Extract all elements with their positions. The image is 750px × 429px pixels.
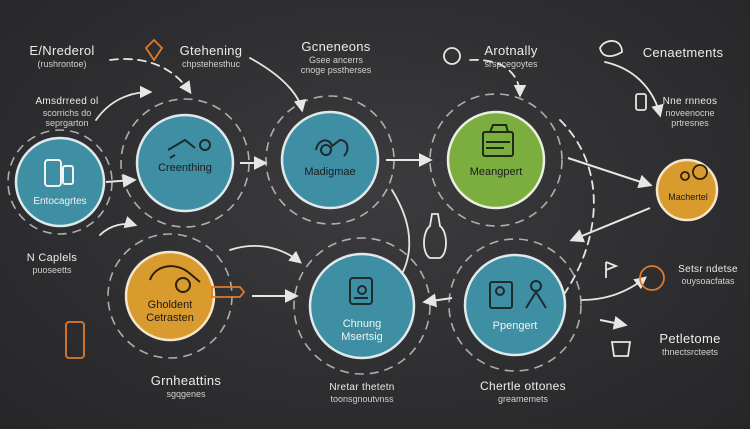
sun-doodle-icon	[639, 265, 665, 291]
orbit-ring-7	[448, 238, 582, 372]
arc-top-mid	[249, 57, 307, 113]
annotation-a2-sub: chpstehesthuc	[181, 58, 241, 69]
annotation-a7-title: Nne rnneos	[662, 96, 718, 107]
arrow-n1-n2	[105, 173, 137, 188]
arc-bottom-left	[99, 216, 138, 236]
annotation-a10: Grnheattins sgqgenes	[140, 373, 232, 399]
node-n5	[655, 158, 719, 222]
annotation-a3-sub: Gsee ancerrs cnoge psstherses	[300, 54, 372, 76]
annotation-a9-sub: ouysoacfatas	[681, 275, 735, 286]
annotation-a13-title: Petletome	[659, 331, 721, 346]
node-n3	[280, 110, 380, 210]
flag-doodle-icon	[605, 261, 619, 278]
flow-arrows	[105, 153, 653, 330]
annotation-a11-sub: toonsgnoutvnss	[330, 393, 394, 404]
annotation-a4-sub: srspcegoytes	[484, 58, 538, 69]
annotation-a8-sub: puoseetts	[32, 264, 72, 275]
node-n2	[135, 113, 235, 213]
arrow-n4-n5	[567, 157, 653, 189]
target-doodle-icon	[443, 47, 461, 65]
pencil-doodle-icon	[211, 286, 246, 298]
annotation-a11-title: Nretar thetetn	[329, 382, 395, 393]
annotation-a4-title: Arotnally	[484, 43, 538, 58]
annotation-a6-title: Amsdrreed ol	[35, 96, 99, 107]
annotation-a8: N Caplels puoseetts	[14, 252, 90, 275]
annotation-a1-sub: (rushrontoe)	[37, 58, 87, 69]
annotation-a13-sub: thnectsrcteets	[661, 346, 719, 357]
node-label-n7: Chnung Msertsig	[341, 318, 383, 343]
arrow-n8-n7	[422, 293, 453, 308]
node-n4	[446, 110, 546, 210]
annotation-a3: Gcneneons Gsee ancerrs cnoge psstherses	[286, 39, 386, 76]
document-icon	[349, 277, 373, 305]
node-n1	[14, 136, 106, 228]
annotation-a1-title: E/Nrederol	[29, 43, 95, 58]
smartphone-icon	[44, 159, 74, 187]
annotation-a4: Arotnally srspcegoytes	[466, 43, 556, 69]
arc-top-left	[109, 58, 192, 95]
node-label-n1: Entocagrtes	[33, 196, 87, 207]
annotation-a12-title: Chertle ottones	[480, 379, 566, 393]
arc-far-right	[604, 61, 664, 118]
orbit-ring-5	[107, 233, 233, 359]
shield-doodle-icon	[144, 38, 164, 62]
annotation-a11: Nretar thetetn toonsgnoutvnss	[308, 382, 416, 404]
annotation-a5-title: Cenaetments	[642, 45, 724, 60]
node-label-n3: Madigmae	[304, 166, 356, 178]
annotation-a1: E/Nrederol (rushrontoe)	[12, 43, 112, 69]
annotation-a9-title: Setsr ndetse	[678, 264, 738, 275]
annotation-a6-sub: scorrichs do seprgarton	[42, 107, 92, 128]
annotation-a2-title: Gtehening	[179, 43, 243, 58]
connector-arcs	[95, 57, 664, 301]
orbit-ring-4	[429, 93, 563, 227]
leaf-doodle-icon	[599, 40, 623, 57]
annotation-a9: Setsr ndetse ouysoacfatas	[672, 264, 744, 286]
hand-icon	[315, 138, 349, 157]
annotation-a6: Amsdrreed ol scorrichs do seprgarton	[22, 96, 112, 128]
tool-icon	[167, 138, 211, 159]
node-label-n8: Ppengert	[492, 320, 538, 332]
arc-right-sweep	[559, 119, 595, 301]
annotation-a7-sub: noveenocne prtresnes	[665, 107, 715, 128]
node-n7	[308, 252, 416, 360]
arrow-n5-n8	[569, 207, 651, 243]
annotation-a12-sub: greamemets	[497, 393, 549, 404]
annotation-a13: Petletome thnectsrcteets	[640, 331, 740, 357]
annotation-a7: Nne rnneos noveenocne prtresnes	[648, 96, 732, 128]
bag-doodle-icon	[610, 341, 632, 357]
annotation-a12: Chertle ottones greamemets	[470, 379, 576, 404]
node-label-n4: Meangpert	[469, 166, 523, 178]
node-label-n2: Creenthing	[158, 162, 212, 174]
annotation-a2: Gtehening chpstehesthuc	[166, 43, 256, 69]
bottle-doodle-icon	[423, 213, 447, 259]
arc-low-right	[581, 276, 647, 301]
doodles	[65, 38, 665, 359]
arc-left-loop	[95, 85, 153, 121]
node-label-n5: Machertel	[668, 192, 708, 202]
briefcase-icon	[482, 124, 514, 157]
battery-doodle-icon	[65, 321, 85, 359]
annotation-a8-title: N Caplels	[26, 252, 78, 264]
arc-bottom-mid	[229, 245, 302, 264]
node-n8	[463, 253, 567, 357]
hand-coin-icon	[149, 265, 201, 293]
annotation-a3-title: Gcneneons	[301, 39, 371, 54]
annotation-a10-title: Grnheattins	[150, 373, 222, 388]
node-label-n6: Gholdent Cetrasten	[146, 299, 194, 324]
chart-icon	[680, 164, 708, 181]
annotation-a5: Cenaetments	[628, 45, 738, 61]
arc-top-right	[469, 59, 527, 98]
arrow-n8-pin	[599, 315, 628, 330]
node-n6	[124, 250, 216, 342]
phone-doodle-icon	[635, 93, 647, 111]
people-icon	[489, 280, 547, 309]
annotation-a10-sub: sgqgenes	[166, 388, 206, 399]
